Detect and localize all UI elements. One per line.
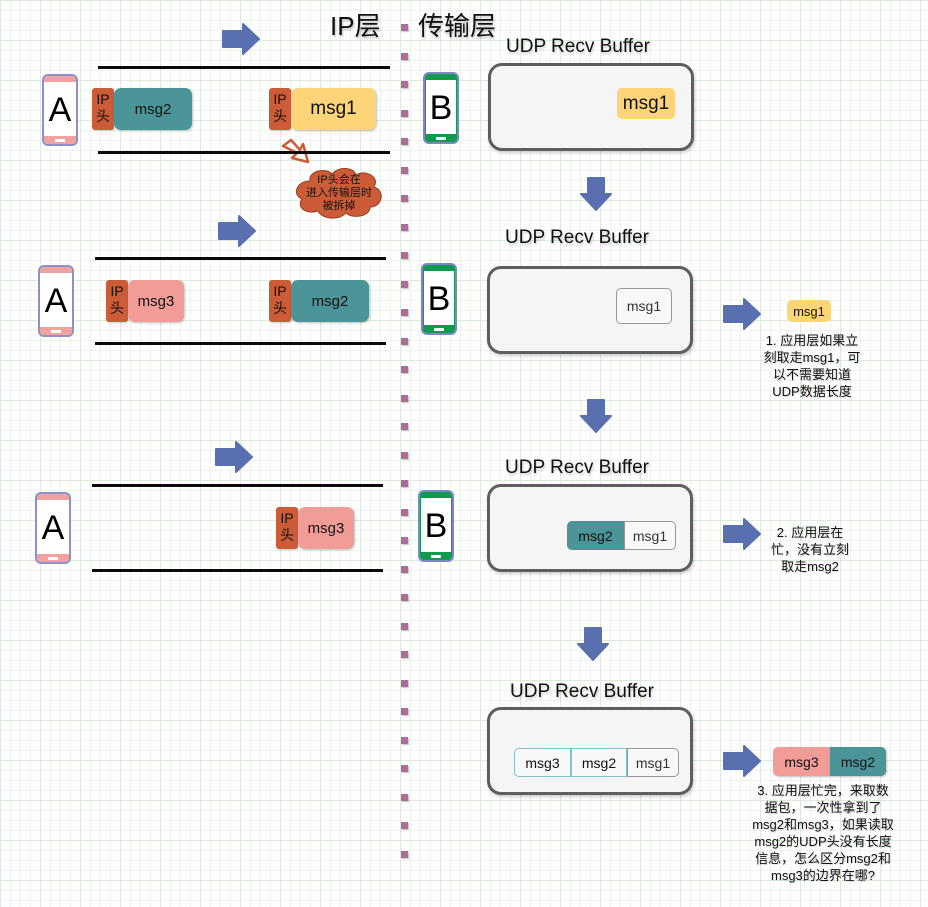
message-block: msg3 [298,507,354,549]
buffer-message: msg2 [567,521,624,550]
direction-arrow-right-icon [215,441,253,473]
phone-a-label: A [48,90,72,129]
output-arrow-right-icon [723,518,761,550]
flow-arrow-down-icon [580,399,612,433]
divider-dot [401,680,408,687]
cloud-text: IP头会在 进入传输层时 被拆掉 [306,173,372,212]
phone-b: B [421,263,457,335]
divider-dot [401,651,408,658]
phone-b-label: B [427,279,451,318]
output-message: msg3 [773,747,830,776]
output-message: msg2 [830,747,886,776]
buffer-title: UDP Recv Buffer [505,227,649,248]
message-block: msg3 [128,280,184,322]
divider-dot [401,765,408,772]
divider-dot [401,81,408,88]
divider-dot [401,281,408,288]
divider-dot [401,252,408,259]
divider-dot [401,537,408,544]
divider-dot [401,794,408,801]
buffer-message: msg2 [571,748,627,777]
divider-dot [401,509,408,516]
divider-dot [401,195,408,202]
wire-bottom [92,569,383,572]
message-block: msg2 [291,280,369,322]
flow-arrow-down-icon [580,177,612,211]
phone-b: B [423,72,459,144]
buffer-message: msg3 [514,748,571,777]
strip-header-note: IP头会在 进入传输层时 被拆掉 [292,165,386,219]
wire-top [95,257,386,260]
phone-a-label: A [44,281,68,320]
phone-a: A [38,265,74,337]
divider-dot [401,708,408,715]
transport-layer-title: 传输层 [418,11,497,41]
buffer-message: msg1 [624,521,676,550]
output-arrow-right-icon [723,298,761,330]
divider-dot [401,423,408,430]
wire-bottom [95,342,386,345]
wire-top [92,484,383,487]
step-note: 1. 应用层如果立 刻取走msg1，可 以不需要知道 UDP数据长度 [763,333,861,399]
direction-arrow-right-icon [218,215,256,247]
udp-recv-buffer: msg1 [487,266,693,354]
divider-dot [401,452,408,459]
udp-recv-buffer: msg3 msg2 msg1 [487,707,693,795]
buffer-title: UDP Recv Buffer [505,457,649,478]
step-note: 2. 应用层在 忙，没有立刻 取走msg2 [770,525,849,574]
output-message: msg1 [787,300,831,322]
wire-bottom [98,151,390,154]
divider-dot [401,309,408,316]
phone-a: A [42,74,78,146]
divider-dot [401,338,408,345]
step-note: 3. 应用层忙完，来取数 据包，一次性拿到了 msg2和msg3，如果读取 ms… [752,783,894,883]
phone-b-label: B [429,88,453,127]
flow-arrow-down-icon [577,627,609,661]
divider-dot [401,24,408,31]
phone-b-label: B [424,506,448,545]
divider-dot [401,822,408,829]
buffer-message: msg1 [616,288,672,324]
divider-dot [401,395,408,402]
divider-dot [401,851,408,858]
udp-recv-buffer: msg2 msg1 [487,484,693,572]
udp-recv-buffer: msg1 [488,63,694,151]
ip-layer-title: IP层 [330,11,381,41]
message-block: msg2 [114,88,192,130]
divider-dot [401,138,408,145]
message-block: msg1 [291,88,376,130]
divider-dot [401,366,408,373]
divider-dot [401,224,408,231]
divider-dot [401,623,408,630]
output-arrow-right-icon [723,745,761,777]
divider-dot [401,737,408,744]
cloud-shape-icon [295,168,382,219]
divider-dot [401,566,408,573]
buffer-title: UDP Recv Buffer [506,36,650,57]
direction-arrow-right-icon [222,23,260,55]
wire-top [98,66,390,69]
divider-dot [401,594,408,601]
phone-a-label: A [41,508,65,547]
buffer-title: UDP Recv Buffer [510,681,654,702]
buffer-message: msg1 [617,88,675,119]
divider-dot [401,167,408,174]
phone-a: A [35,492,71,564]
divider-dot [401,53,408,60]
phone-b: B [418,490,454,562]
buffer-message: msg1 [627,748,679,777]
divider-dot [401,480,408,487]
divider-dot [401,110,408,117]
